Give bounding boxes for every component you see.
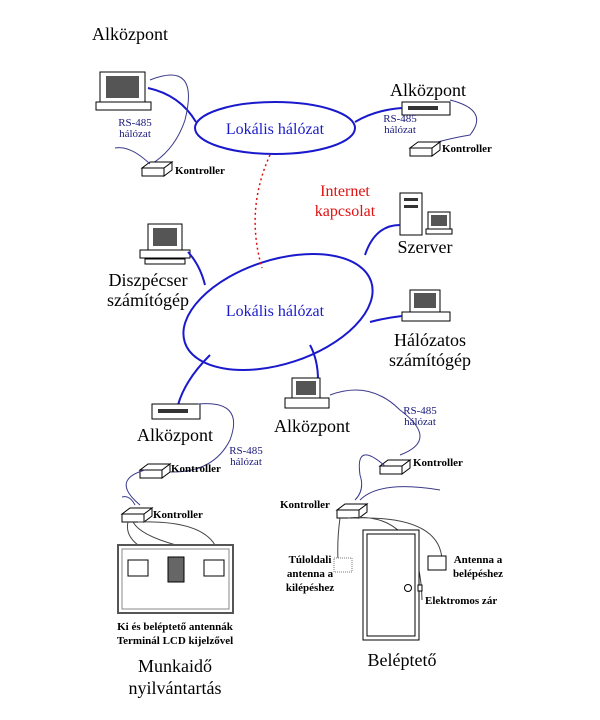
computer-icon [95, 71, 152, 111]
internet-label-1: Internet [320, 183, 370, 200]
network-pc-label-1: Hálózatos [394, 330, 466, 350]
lcd-terminal-icon [167, 556, 185, 583]
antenna-icon [127, 559, 149, 577]
rs485-label: RS-485 [383, 113, 417, 125]
server-icon [399, 192, 453, 236]
controller-label: Kontroller [280, 499, 330, 511]
rs485-label: RS-485 [118, 117, 152, 129]
central-unit-icon [401, 101, 451, 116]
far-antenna-label-3: kilépéshez [286, 582, 334, 594]
antenna-icon [427, 555, 447, 571]
main-lan-ellipse [182, 253, 374, 371]
controller-label: Kontroller [442, 143, 492, 155]
attendance-caption-1: Munkaidő [138, 656, 212, 676]
attendance-terminal-panel [117, 544, 234, 614]
top-lan-ellipse [194, 101, 356, 155]
controller-label: Kontroller [171, 463, 221, 475]
top-lan-label: Lokális hálózat [226, 121, 325, 138]
far-antenna-label-2: antenna a [287, 568, 334, 580]
central-computer-icon [284, 377, 330, 409]
controller-label: Kontroller [413, 457, 463, 469]
rs485-label: hálózat [404, 416, 436, 428]
controller-label: Kontroller [175, 165, 225, 177]
top-right-title: Alközpont [390, 80, 466, 100]
access-control-caption: Beléptető [368, 650, 437, 670]
bottom-right-title: Alközpont [274, 416, 350, 436]
controller-icon [120, 507, 154, 523]
rs485-label: hálózat [230, 456, 262, 468]
main-lan-label: Lokális hálózat [226, 303, 325, 320]
electric-lock-icon [417, 584, 423, 592]
lock-label: Elektromos zár [425, 595, 497, 607]
rs485-label: RS-485 [403, 405, 437, 417]
antenna-label-1: Antenna a [454, 554, 503, 566]
network-pc-label-2: számítógép [389, 350, 471, 370]
controller-icon [408, 141, 442, 157]
dispatcher-label-2: számítógép [107, 290, 189, 310]
rs485-label: hálózat [119, 128, 151, 140]
dispatcher-label-1: Diszpécser [109, 270, 188, 290]
controller-icon [378, 459, 412, 475]
attendance-caption-2: nyilvántartás [129, 678, 222, 698]
door-icon [362, 529, 420, 641]
dispatcher-computer-icon [139, 223, 191, 265]
far-antenna-icon [333, 557, 353, 573]
antenna-label-2: belépéshez [453, 568, 503, 580]
central-unit-icon [151, 403, 201, 420]
server-label: Szerver [398, 237, 453, 257]
panel-label-1: Ki és beléptető antennák [117, 621, 234, 633]
rs485-label: RS-485 [229, 445, 263, 457]
panel-label-2: Terminál LCD kijelzővel [117, 635, 233, 647]
internet-link [254, 154, 271, 269]
internet-label-2: kapcsolat [315, 203, 376, 220]
bottom-left-title: Alközpont [137, 425, 213, 445]
rs485-label: hálózat [384, 124, 416, 136]
top-left-title: Alközpont [92, 24, 168, 44]
controller-icon [140, 161, 174, 177]
far-antenna-label-1: Túloldali [289, 554, 332, 566]
controller-label: Kontroller [153, 509, 203, 521]
antenna-icon [203, 559, 225, 577]
network-computer-icon [401, 289, 451, 322]
controller-icon [138, 463, 172, 479]
controller-icon [335, 503, 369, 519]
